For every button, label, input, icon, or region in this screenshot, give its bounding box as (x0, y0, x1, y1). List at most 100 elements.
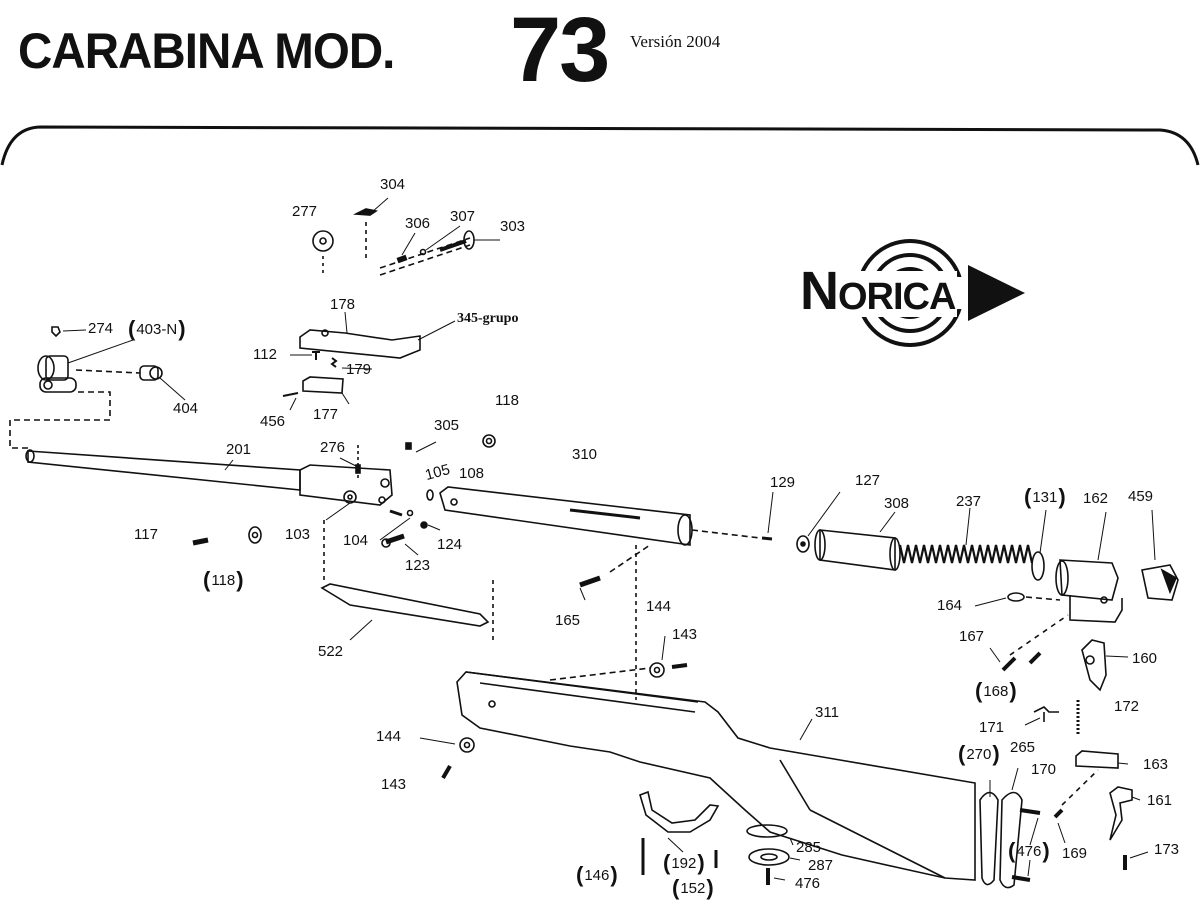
part-123-icon (381, 533, 405, 548)
part-label: 476 (795, 875, 821, 892)
part-label: 459 (1128, 488, 1154, 505)
part-label: 287 (808, 857, 834, 874)
part-162-icon (1055, 559, 1123, 623)
part-label: 403-N (128, 316, 186, 342)
part-label: 277 (292, 203, 318, 220)
part-160-icon (1081, 639, 1107, 692)
part-label: 169 (1062, 845, 1088, 862)
part-178-icon (299, 329, 421, 359)
part-label: 192 (663, 850, 705, 876)
part-105-icon (406, 509, 414, 517)
part-404-icon (139, 365, 163, 381)
part-label: 177 (313, 406, 339, 423)
part-label: 123 (405, 557, 431, 574)
frame-border (0, 125, 1200, 166)
part-456-icon (282, 392, 299, 397)
part-label: 160 (1132, 650, 1158, 667)
part-label: 118 (495, 392, 519, 409)
part-304-icon (353, 208, 379, 216)
part-285-icon (746, 824, 788, 838)
part-303-icon (439, 230, 475, 252)
part-label: 522 (318, 643, 344, 660)
part-274-icon (51, 326, 61, 338)
part-161-icon (1109, 786, 1133, 841)
part-167-icon (1001, 656, 1017, 672)
part-label: 345-grupo (457, 311, 519, 326)
part-label: 161 (1147, 792, 1173, 809)
part-143-icon (671, 663, 688, 669)
part-129-icon (761, 536, 773, 541)
part-label: 476 (1008, 838, 1050, 864)
part-label: 201 (226, 441, 252, 458)
part-270-icon (979, 791, 999, 886)
part-label: 270 (958, 741, 1000, 767)
part-label: 167 (959, 628, 985, 645)
diagram-title: CARABINA MOD. (18, 23, 395, 79)
norica-logo: NORICA (790, 235, 1030, 355)
part-label: 124 (437, 536, 463, 553)
part-311-stock-icon (456, 671, 976, 881)
part-127-icon (796, 535, 810, 553)
part-label: 274 (88, 320, 114, 337)
part-label: 146 (576, 862, 618, 888)
part-192-icon (639, 790, 720, 833)
part-label: 265 (1010, 739, 1036, 756)
part-label: 164 (937, 597, 963, 614)
part-277-icon (312, 230, 334, 252)
part-307-icon (419, 248, 427, 256)
part-label: 104 (343, 532, 369, 549)
part-112-icon (312, 351, 320, 360)
part-label: 170 (1031, 761, 1057, 778)
part-label: 310 (572, 446, 598, 463)
part-label: 129 (770, 474, 796, 491)
part-label: 179 (346, 361, 372, 378)
part-143b-icon (441, 764, 452, 780)
part-label: 285 (796, 839, 822, 856)
part-label: 304 (380, 176, 406, 193)
part-label: 237 (956, 493, 982, 510)
part-label: 173 (1154, 841, 1180, 858)
part-144-icon (649, 662, 665, 678)
part-label: 108 (459, 465, 485, 482)
part-label: 165 (555, 612, 581, 629)
part-108-icon (426, 489, 434, 501)
part-144b-icon (459, 737, 475, 753)
part-label: 303 (500, 218, 526, 235)
part-label: 172 (1114, 698, 1140, 715)
part-118b-icon (248, 526, 262, 544)
part-label: 162 (1083, 490, 1109, 507)
part-label: 306 (405, 215, 431, 232)
part-label: 112 (253, 346, 277, 363)
part-label: 168 (975, 678, 1017, 704)
part-459-icon (1141, 564, 1179, 601)
part-117-icon (192, 537, 209, 546)
part-label: 404 (173, 400, 199, 417)
part-522-icon (320, 583, 490, 627)
part-308-piston-icon (814, 529, 901, 571)
part-label: 178 (330, 296, 356, 313)
part-265-icon (999, 791, 1023, 889)
part-169-icon (1053, 808, 1064, 819)
model-number: 73 (510, 0, 610, 101)
part-label: 131 (1024, 484, 1066, 510)
part-label: 143 (381, 776, 407, 793)
part-label: 144 (376, 728, 402, 745)
part-label: 308 (884, 495, 910, 512)
part-305-icon (405, 442, 412, 450)
part-163-icon (1075, 750, 1119, 769)
part-label: 143 (672, 626, 698, 643)
part-287-icon (748, 848, 790, 866)
part-118-icon (482, 434, 496, 448)
part-476b-icon (1019, 808, 1041, 815)
part-label: 163 (1143, 756, 1169, 773)
part-237-spring-icon (898, 544, 1034, 564)
part-131-icon (1031, 551, 1045, 581)
version-label: Versión 2004 (630, 32, 721, 51)
part-label: 311 (815, 704, 839, 721)
part-label: 103 (285, 526, 311, 543)
part-label: 152 (672, 875, 714, 901)
part-310-cylinder-icon (439, 486, 693, 546)
part-179-icon (330, 357, 338, 368)
part-label: 456 (260, 413, 286, 430)
